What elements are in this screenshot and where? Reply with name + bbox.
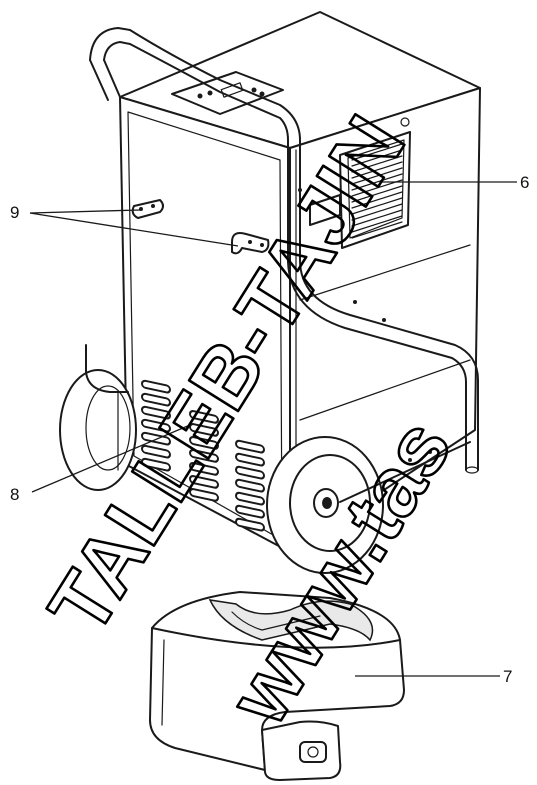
vent-slot: [189, 436, 219, 450]
vent-slot: [235, 491, 265, 506]
vent-slot: [189, 475, 219, 489]
callout-6: 6: [520, 173, 529, 192]
callout-labels: 6 7 8 9: [10, 173, 529, 686]
leader-9a: [29, 209, 141, 214]
vent-slot: [141, 379, 171, 394]
leader-lines: [29, 181, 517, 677]
cord-hooks: [131, 199, 270, 255]
vent-slat: [351, 155, 403, 173]
vent-slot: [235, 452, 265, 467]
vent-slot: [189, 488, 219, 502]
vent-slot: [235, 504, 265, 519]
vent-slat: [351, 161, 403, 179]
vent-slat: [351, 179, 403, 197]
vent-slot: [189, 423, 219, 437]
handle-frame: [89, 27, 479, 474]
vent-slat: [351, 203, 403, 221]
vent-slat: [351, 191, 403, 209]
vent-slot: [141, 392, 171, 407]
vent-slot: [235, 439, 265, 454]
callout-7: 7: [503, 667, 512, 686]
vent-slot: [235, 465, 265, 480]
leader-8: [31, 424, 191, 493]
vent-slot: [141, 431, 171, 446]
water-tank: [149, 591, 405, 781]
vent-slat: [351, 143, 403, 161]
vent-slat: [351, 173, 403, 191]
side-air-vent: [309, 117, 411, 249]
callout-8: 8: [10, 485, 19, 504]
front-air-vents: [141, 379, 265, 532]
vent-slat: [351, 209, 403, 227]
vent-slot: [235, 517, 265, 532]
vent-slot: [141, 418, 171, 433]
vent-slot: [189, 462, 219, 476]
leader-9b: [29, 212, 239, 247]
vent-slot: [189, 410, 219, 424]
vent-slat: [351, 215, 403, 233]
callout-9: 9: [10, 203, 19, 222]
vent-slot: [141, 457, 171, 472]
vent-slot: [141, 444, 171, 459]
vent-slot: [235, 478, 265, 493]
vent-slat: [351, 149, 403, 167]
control-panel: [171, 71, 284, 115]
left-wheel: [59, 344, 137, 491]
right-wheel: [266, 436, 471, 574]
vent-slot: [189, 449, 219, 463]
vent-slat: [351, 167, 403, 185]
vent-slot: [141, 405, 171, 420]
vent-slat: [351, 185, 403, 203]
vent-slat: [351, 221, 403, 239]
vent-slat: [351, 197, 403, 215]
